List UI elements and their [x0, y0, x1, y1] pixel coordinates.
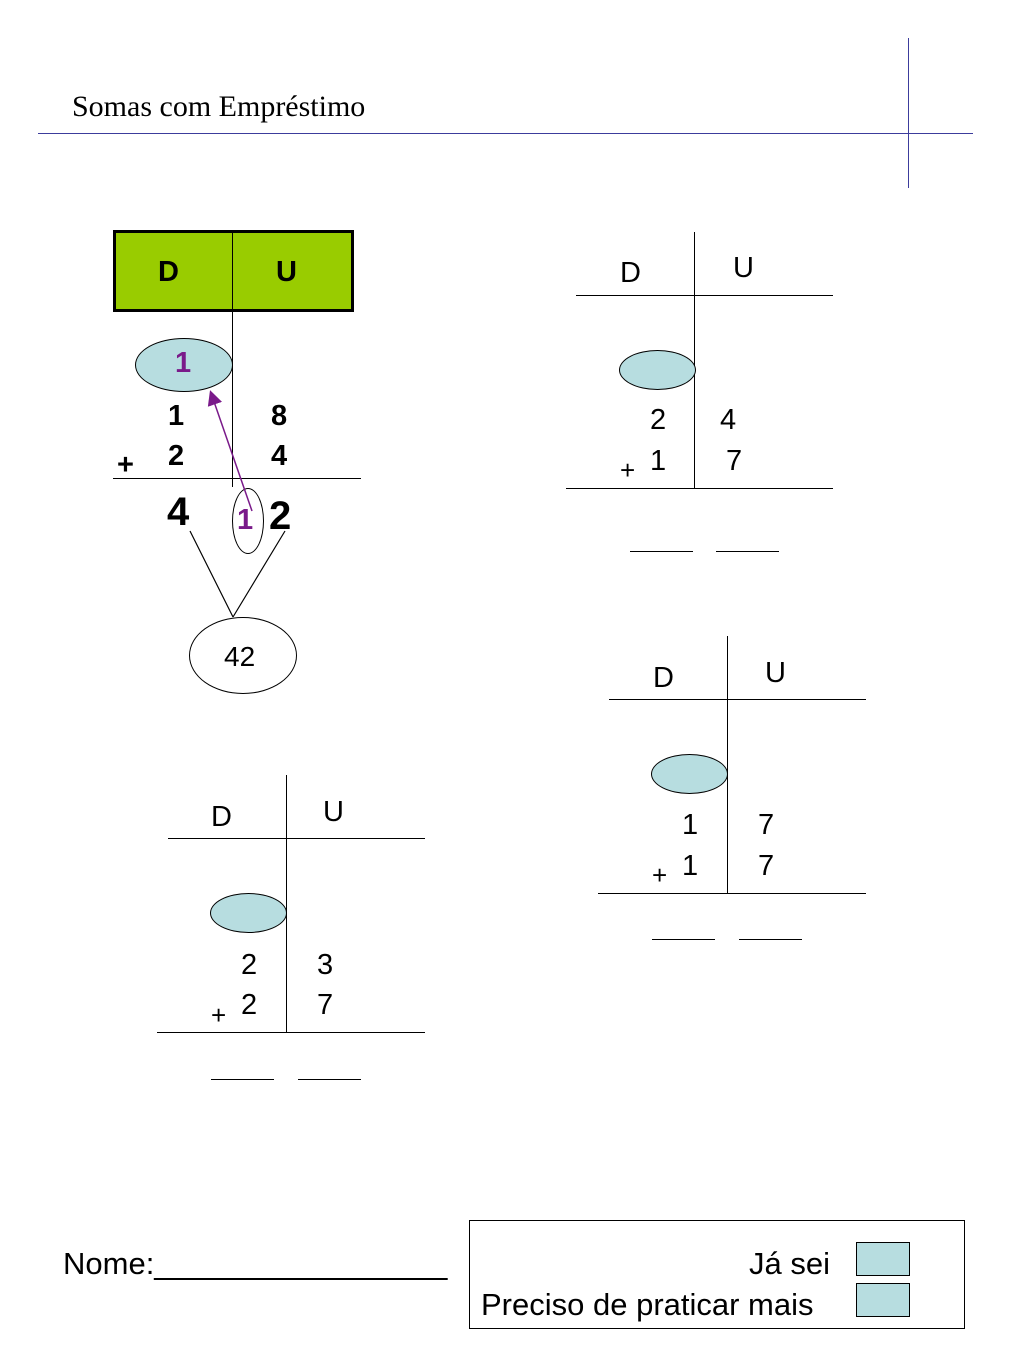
ex1-sum-line	[566, 488, 833, 489]
ex2-header-rule	[609, 699, 866, 700]
ex3-answer-blank-units[interactable]	[298, 1079, 361, 1080]
ex1-carry-bubble	[619, 350, 696, 390]
ex2-carry-bubble	[651, 754, 728, 794]
ex1-top-units: 4	[720, 404, 737, 436]
carry-digit: 1	[175, 347, 192, 379]
carry-digit-below: 1	[237, 504, 254, 536]
name-field[interactable]: Nome:_________________	[63, 1246, 448, 1281]
preciso-label: Preciso de praticar mais	[481, 1287, 814, 1322]
header-d: D	[158, 256, 179, 288]
ex1-header-u: U	[733, 252, 754, 284]
bottom-tens: 2	[168, 440, 185, 472]
ex1-plus-sign: +	[620, 455, 636, 485]
ja-sei-label: Já sei	[749, 1246, 830, 1281]
top-tens: 1	[168, 400, 185, 432]
plus-sign: +	[117, 449, 134, 481]
carry-bubble	[135, 338, 233, 392]
ja-sei-checkbox[interactable]	[856, 1242, 910, 1276]
ex3-carry-bubble	[210, 893, 287, 933]
ex1-answer-blank-units[interactable]	[716, 551, 779, 552]
ex1-header-rule	[576, 295, 833, 296]
ex3-bottom-tens: 2	[241, 989, 258, 1021]
ex1-answer-blank-tens[interactable]	[630, 551, 693, 552]
column-divider	[232, 232, 233, 487]
ex1-top-tens: 2	[650, 404, 667, 436]
page-title: Somas com Empréstimo	[72, 90, 366, 123]
ex2-answer-blank-units[interactable]	[739, 939, 802, 940]
ex3-top-units: 3	[317, 949, 334, 981]
ex2-header-d: D	[653, 662, 674, 694]
ex3-header-u: U	[323, 796, 344, 828]
sum-line	[113, 478, 361, 479]
ex3-plus-sign: +	[211, 1000, 227, 1030]
result-units: 2	[269, 494, 292, 538]
ex2-top-tens: 1	[682, 809, 699, 841]
ex1-bottom-units: 7	[726, 445, 743, 477]
margin-rule	[908, 38, 909, 188]
title-rule	[38, 133, 973, 134]
place-value-header	[113, 230, 354, 312]
header-u: U	[276, 256, 297, 288]
ex3-answer-blank-tens[interactable]	[211, 1079, 274, 1080]
ex3-sum-line	[157, 1032, 425, 1033]
ex2-top-units: 7	[758, 809, 775, 841]
ex2-header-u: U	[765, 657, 786, 689]
connector-left	[189, 530, 234, 618]
ex2-bottom-units: 7	[758, 850, 775, 882]
ex2-sum-line	[598, 893, 866, 894]
preciso-checkbox[interactable]	[856, 1283, 910, 1317]
ex1-column-divider	[694, 232, 695, 488]
ex3-column-divider	[286, 775, 287, 1032]
result-tens: 4	[167, 490, 190, 534]
ex2-column-divider	[727, 636, 728, 893]
ex2-bottom-tens: 1	[682, 850, 699, 882]
top-units: 8	[271, 400, 288, 432]
ex3-top-tens: 2	[241, 949, 258, 981]
total-value: 42	[224, 641, 256, 672]
ex1-header-d: D	[620, 257, 641, 289]
ex1-bottom-tens: 1	[650, 445, 667, 477]
connector-right	[232, 530, 286, 618]
carry-arrow	[207, 390, 253, 512]
total-bubble	[189, 617, 297, 694]
ex3-header-d: D	[211, 801, 232, 833]
ex2-answer-blank-tens[interactable]	[652, 939, 715, 940]
ex2-plus-sign: +	[652, 860, 668, 890]
ex3-bottom-units: 7	[317, 989, 334, 1021]
ex3-header-rule	[168, 838, 425, 839]
bottom-units: 4	[271, 440, 288, 472]
